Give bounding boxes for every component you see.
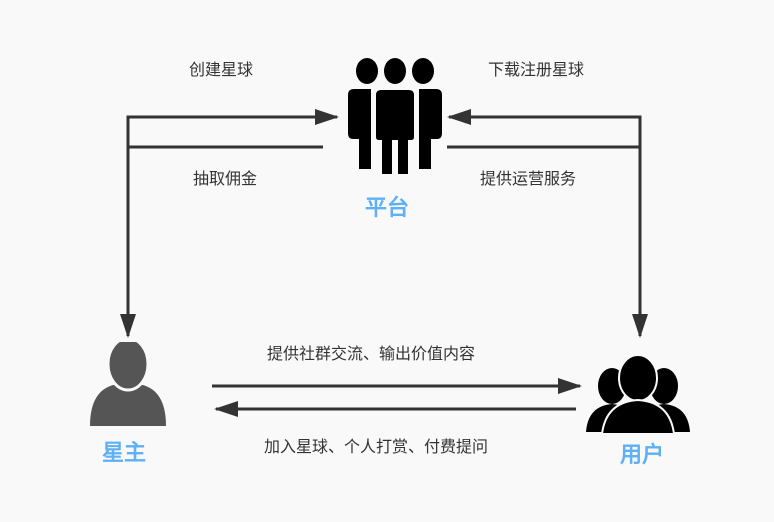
group-people-icon <box>348 58 442 176</box>
owner-label: 星主 <box>102 441 147 466</box>
label-download-register: 下载注册星球 <box>488 60 585 79</box>
arrow-take-commission <box>120 145 323 338</box>
platform-label: 平台 <box>365 196 410 221</box>
label-join-tip-ask: 加入星球、个人打赏、付费提问 <box>264 437 489 456</box>
person-icon <box>90 342 166 426</box>
label-provide-content: 提供社群交流、输出价值内容 <box>267 344 476 363</box>
user-label: 用户 <box>620 443 665 468</box>
arrow-create-planet <box>126 109 339 330</box>
arrow-provide-operation <box>447 145 648 338</box>
label-provide-operation: 提供运营服务 <box>480 169 577 188</box>
users-icon <box>586 356 690 435</box>
arrow-download-register <box>447 109 642 330</box>
label-create-planet: 创建星球 <box>189 60 254 79</box>
label-take-commission: 抽取佣金 <box>193 169 258 188</box>
